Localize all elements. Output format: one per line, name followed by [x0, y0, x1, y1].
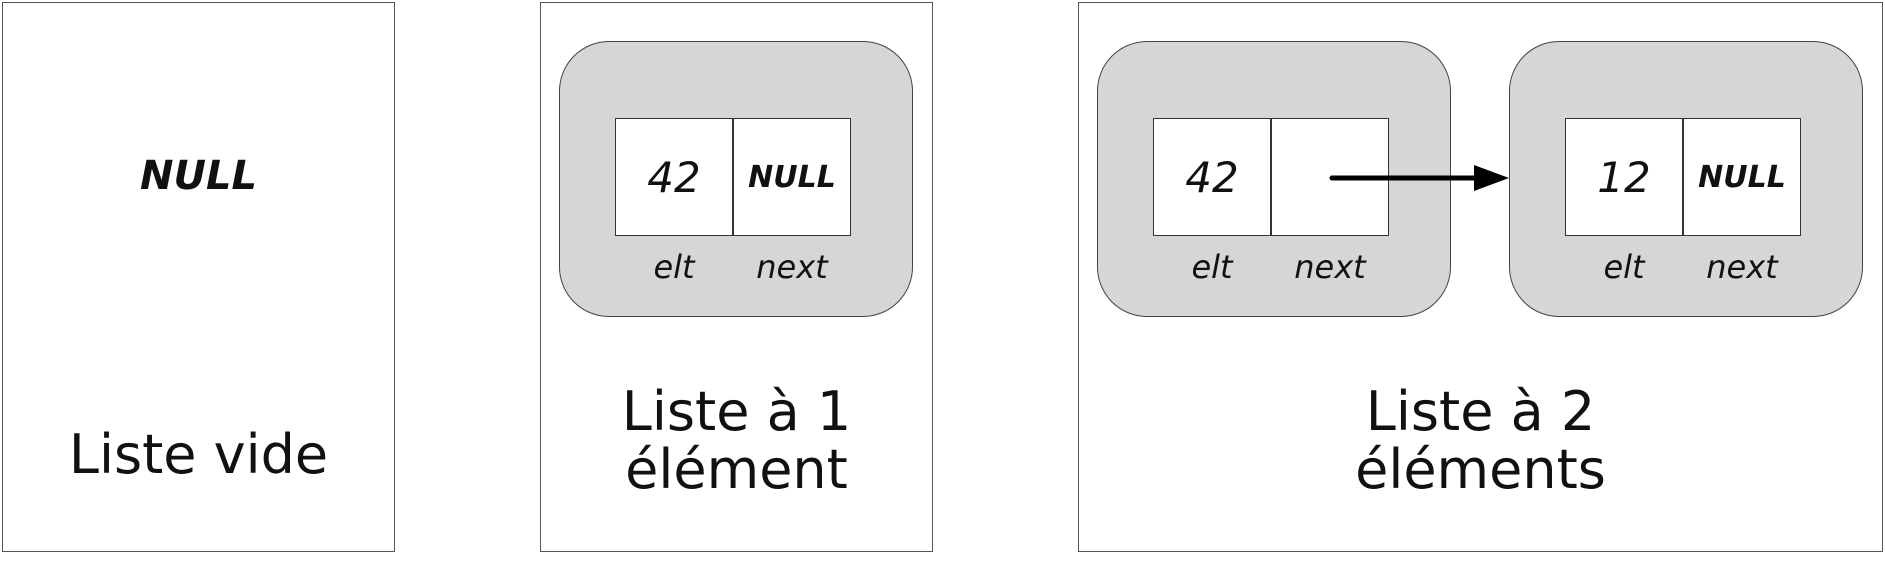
caption-line-2: éléments: [1355, 438, 1606, 502]
node-next-null: NULL: [748, 159, 836, 195]
next-field-label: next: [756, 248, 828, 286]
node-elt-cell: 42: [615, 118, 733, 236]
panel-empty-list: NULL Liste vide: [2, 2, 395, 552]
node-next-null: NULL: [1698, 159, 1786, 195]
next-field-label: next: [1294, 248, 1366, 286]
node-next-cell: NULL: [733, 118, 851, 236]
node-elt-cell: 42: [1153, 118, 1271, 236]
next-field-label: next: [1706, 248, 1778, 286]
node-elt-cell: 12: [1565, 118, 1683, 236]
panel-two-element-list: 42 elt next 12 NULL elt next Liste à 2 é…: [1078, 2, 1883, 552]
node-next-cell: [1271, 118, 1389, 236]
caption-line-1: Liste à 1: [621, 380, 852, 443]
elt-field-label: elt: [1603, 248, 1645, 286]
node-next-cell: NULL: [1683, 118, 1801, 236]
node-elt-value: 42: [647, 152, 701, 202]
panel-one-element-list: 42 NULL elt next Liste à 1 élément: [540, 2, 933, 552]
list-node-first: 42 elt next: [1097, 41, 1451, 317]
list-node: 42 NULL elt next: [559, 41, 913, 317]
node-elt-value: 42: [1185, 152, 1239, 202]
list-node-second: 12 NULL elt next: [1509, 41, 1863, 317]
node-elt-value: 12: [1597, 152, 1651, 202]
caption-one-element-list: Liste à 1 élément: [541, 380, 932, 502]
caption-line-1: Liste à 2: [1365, 380, 1596, 443]
elt-field-label: elt: [653, 248, 695, 286]
elt-field-label: elt: [1191, 248, 1233, 286]
null-pointer-label: NULL: [140, 153, 257, 199]
caption-line-2: élément: [625, 438, 848, 502]
caption-empty-list: Liste vide: [68, 423, 329, 486]
caption-two-element-list: Liste à 2 éléments: [1079, 380, 1882, 502]
